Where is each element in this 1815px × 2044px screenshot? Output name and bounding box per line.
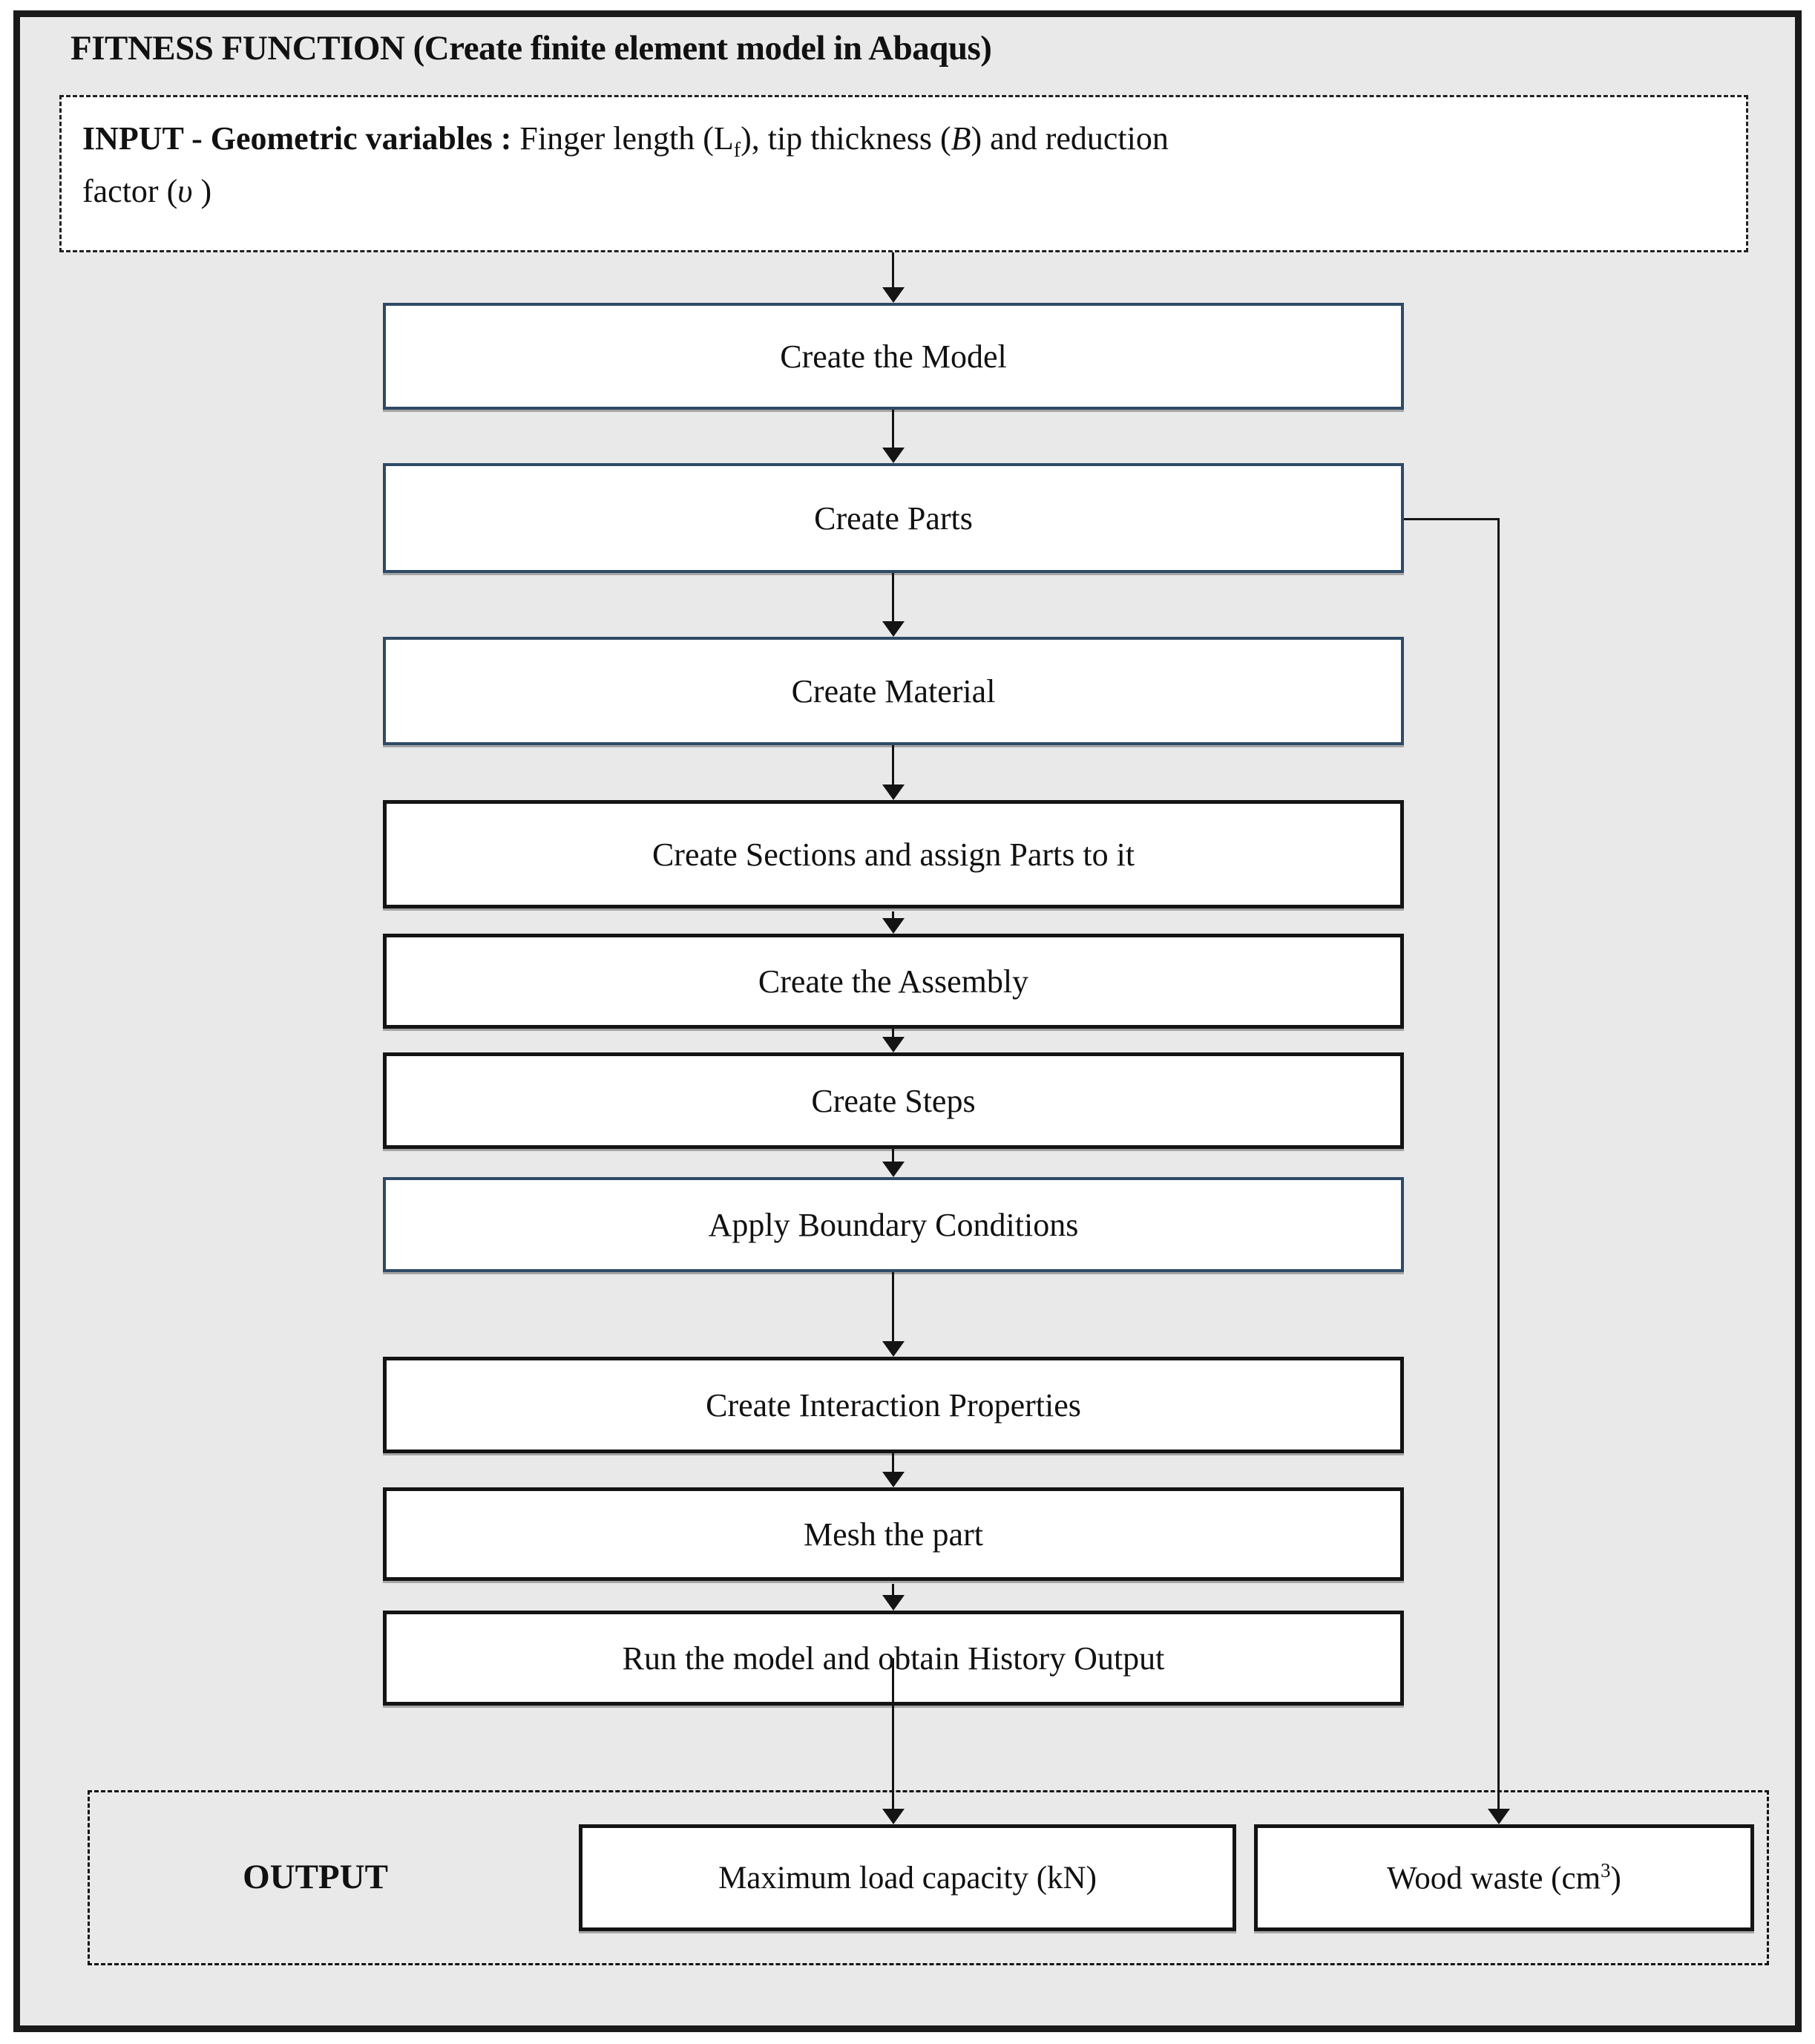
flow-step-create-parts: Create Parts	[383, 463, 1404, 573]
input-text-1: Finger length (L	[511, 120, 734, 157]
flow-step-label: Create Steps	[811, 1082, 976, 1119]
input-italic-v: υ	[177, 173, 193, 210]
flow-step-label: Create the Model	[780, 338, 1007, 375]
wood-waste-text: Wood waste (cm	[1387, 1861, 1601, 1896]
flow-arrow-sections-to-assembly	[892, 911, 894, 919]
flow-arrow-material-to-sections	[892, 745, 894, 785]
input-text-3: ) and reduction	[971, 120, 1169, 157]
flow-step-apply-boundary-conditions: Apply Boundary Conditions	[383, 1177, 1404, 1272]
flow-step-label: Create Sections and assign Parts to it	[652, 836, 1135, 873]
flow-step-label: Create Material	[791, 672, 996, 710]
input-italic-B: B	[951, 120, 971, 157]
flow-arrow-parts-to-material	[892, 573, 894, 622]
flow-arrow-mesh-to-run	[892, 1584, 894, 1596]
flow-arrow-run-to-max-load	[892, 1658, 894, 1809]
input-text-4: factor (	[82, 173, 178, 210]
flow-step-create-material: Create Material	[383, 637, 1404, 745]
input-text-2: ), tip thickness (	[741, 120, 951, 157]
output-box-label: Wood waste (cm3)	[1387, 1859, 1621, 1896]
output-box-label: Maximum load capacity (kN)	[718, 1860, 1097, 1896]
flow-step-create-assembly: Create the Assembly	[383, 934, 1404, 1029]
diagram-title: FITNESS FUNCTION (Create finite element …	[70, 29, 992, 68]
output-box-wood-waste: Wood waste (cm3)	[1254, 1824, 1754, 1931]
flow-step-create-the-model: Create the Model	[383, 303, 1404, 410]
input-text-5: )	[192, 173, 212, 210]
flow-step-label: Apply Boundary Conditions	[708, 1206, 1079, 1243]
input-subscript-f: f	[733, 138, 741, 162]
flow-arrow-input-to-model	[892, 252, 894, 288]
flow-arrow-model-to-parts	[892, 410, 894, 448]
flow-step-create-interaction-properties: Create Interaction Properties	[383, 1357, 1404, 1453]
flow-step-create-steps: Create Steps	[383, 1052, 1404, 1149]
connector-create-parts-horizontal	[1404, 518, 1500, 520]
input-variables-box: INPUT - Geometric variables : Finger len…	[59, 95, 1748, 252]
output-label: OUTPUT	[243, 1858, 388, 1896]
flow-arrow-interaction-to-mesh	[892, 1453, 894, 1473]
flow-step-label: Create the Assembly	[758, 963, 1029, 1000]
flow-step-label: Create Parts	[814, 499, 973, 537]
flow-step-label: Create Interaction Properties	[706, 1386, 1081, 1424]
wood-waste-superscript: 3	[1601, 1858, 1611, 1881]
flow-step-mesh-the-part: Mesh the part	[383, 1487, 1404, 1581]
flow-step-label: Mesh the part	[804, 1516, 983, 1553]
connector-create-parts-to-wood-waste	[1497, 518, 1500, 1809]
flow-arrow-assembly-to-steps	[892, 1029, 894, 1038]
flow-step-create-sections: Create Sections and assign Parts to it	[383, 800, 1404, 908]
flow-arrow-steps-to-boundary	[892, 1149, 894, 1162]
wood-waste-close: )	[1610, 1861, 1621, 1896]
flow-arrow-boundary-to-interaction	[892, 1272, 894, 1342]
input-heading: INPUT - Geometric variables :	[82, 120, 512, 157]
output-box-max-load-capacity: Maximum load capacity (kN)	[579, 1824, 1236, 1931]
output-section-box	[88, 1790, 1769, 1965]
